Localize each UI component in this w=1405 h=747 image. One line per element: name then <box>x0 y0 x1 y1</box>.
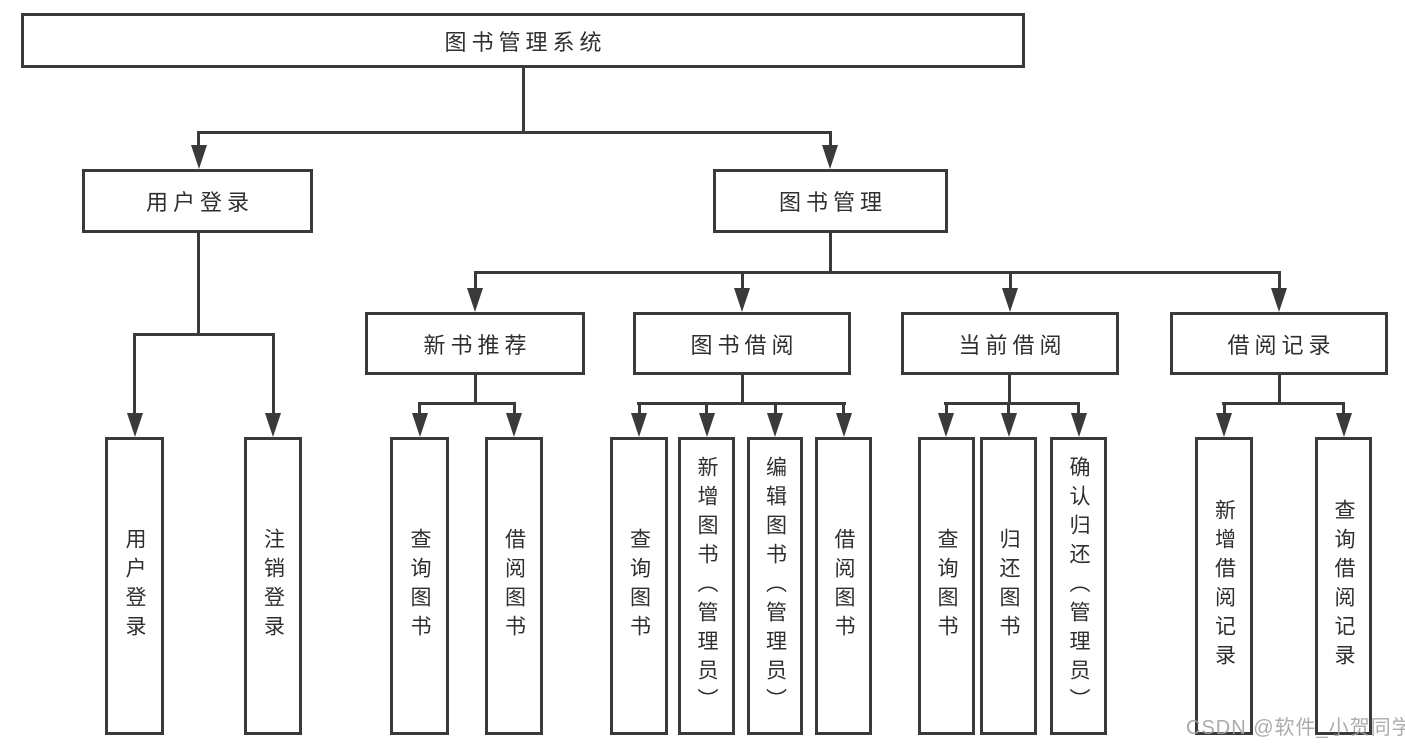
arrow-down-icon <box>506 413 522 437</box>
connector-leaf-shaft <box>1222 402 1226 415</box>
connector-level3-bar <box>473 271 1281 274</box>
connector-leaf-shaft <box>944 402 948 415</box>
connector-leaf-shaft <box>1007 402 1010 415</box>
leaf-bb-add-books-admin-label: 新增图书（管理员） <box>695 455 718 717</box>
connector-level2-bar <box>197 131 832 134</box>
arrow-down-icon <box>734 288 750 312</box>
node-borrow-records: 借阅记录 <box>1170 312 1388 375</box>
leaf-cb-query-books-label: 查询图书 <box>935 528 958 644</box>
connector-group-bar <box>637 402 846 405</box>
arrow-down-icon <box>265 413 281 437</box>
connector-shaft <box>740 271 744 290</box>
node-borrow-records-label: 借阅记录 <box>1227 332 1336 358</box>
connector-group-stub <box>740 375 744 404</box>
arrow-down-icon <box>411 413 428 437</box>
node-current-borrow: 当前借阅 <box>901 312 1119 375</box>
connector-leaf-shaft <box>1342 402 1345 415</box>
node-book-borrow-label: 图书借阅 <box>690 332 799 358</box>
arrow-down-icon <box>835 413 852 437</box>
leaf-br-add-record-label: 新增借阅记录 <box>1212 499 1236 673</box>
leaf-bb-edit-books-admin-label: 编辑图书（管理员） <box>763 455 787 717</box>
leaf-cb-return-books: 归还图书 <box>980 437 1037 735</box>
connector-leaf-shaft <box>637 402 641 415</box>
arrow-down-icon <box>1070 413 1087 437</box>
node-book-borrow: 图书借阅 <box>633 312 851 375</box>
arrow-down-icon <box>767 413 783 437</box>
connector-shaft <box>1277 271 1281 290</box>
connector-leaf-shaft <box>773 402 777 415</box>
connector-user-login-down <box>197 233 200 335</box>
connector-leaf-shaft <box>271 333 275 415</box>
connector-shaft <box>473 271 477 290</box>
leaf-cb-confirm-return-admin: 确认归还（管理员） <box>1050 437 1107 735</box>
leaf-user-login: 用户登录 <box>105 437 164 735</box>
leaf-br-query-record-label: 查询借阅记录 <box>1332 499 1355 673</box>
connector-leaf-shaft <box>512 402 516 415</box>
connector-book-mgmt-shaft <box>828 131 832 147</box>
arrow-down-icon <box>467 288 483 312</box>
connector-group-stub <box>1277 375 1281 404</box>
arrow-down-icon <box>822 145 838 169</box>
connector-group-bar <box>1222 402 1345 405</box>
connector-shaft <box>1008 271 1012 290</box>
connector-leaf-shaft <box>133 333 136 415</box>
leaf-cb-return-books-label: 归还图书 <box>997 528 1020 644</box>
arrow-down-icon <box>1002 288 1018 312</box>
connector-leaf-shaft <box>705 402 708 415</box>
node-new-book-recommend: 新书推荐 <box>365 312 585 375</box>
leaf-bb-borrow-books: 借阅图书 <box>815 437 872 735</box>
connector-leaf-shaft <box>418 402 421 415</box>
node-new-book-recommend-label: 新书推荐 <box>423 332 532 358</box>
connector-group-bar <box>944 402 1080 405</box>
node-root-label: 图书管理系统 <box>444 29 607 55</box>
arrow-down-icon <box>190 145 207 169</box>
csdn-watermark: CSDN @软件_小贺同学 <box>1186 717 1405 739</box>
connector-book-mgmt-down <box>828 233 832 273</box>
leaf-nb-borrow-books-label: 借阅图书 <box>502 528 526 644</box>
connector-group-stub <box>1007 375 1011 404</box>
connector-group-stub <box>473 375 477 404</box>
leaf-logout: 注销登录 <box>244 437 302 735</box>
leaf-br-add-record: 新增借阅记录 <box>1195 437 1253 735</box>
node-book-management: 图书管理 <box>713 169 948 233</box>
node-root: 图书管理系统 <box>21 13 1025 68</box>
leaf-bb-query-books-label: 查询图书 <box>627 528 651 644</box>
connector-group-bar <box>418 402 516 405</box>
node-user-login-label: 用户登录 <box>145 190 254 215</box>
arrow-down-icon <box>1000 413 1017 437</box>
arrow-down-icon <box>1216 413 1232 437</box>
leaf-nb-borrow-books: 借阅图书 <box>485 437 543 735</box>
connector-user-login-bar <box>133 333 275 336</box>
leaf-bb-borrow-books-label: 借阅图书 <box>832 528 855 644</box>
connector-root-stub <box>521 68 525 132</box>
leaf-user-login-label: 用户登录 <box>123 528 146 644</box>
leaf-cb-confirm-return-admin-label: 确认归还（管理员） <box>1067 455 1090 717</box>
connector-user-login-shaft <box>197 131 200 147</box>
arrow-down-icon <box>631 413 647 437</box>
leaf-br-query-record: 查询借阅记录 <box>1315 437 1372 735</box>
leaf-nb-query-books: 查询图书 <box>390 437 449 735</box>
node-user-login: 用户登录 <box>82 169 313 233</box>
arrow-down-icon <box>1335 413 1352 437</box>
arrow-down-icon <box>126 413 143 437</box>
leaf-bb-edit-books-admin: 编辑图书（管理员） <box>747 437 803 735</box>
leaf-bb-query-books: 查询图书 <box>610 437 668 735</box>
arrow-down-icon <box>1271 288 1287 312</box>
leaf-nb-query-books-label: 查询图书 <box>408 528 431 644</box>
leaf-bb-add-books-admin: 新增图书（管理员） <box>678 437 735 735</box>
arrow-down-icon <box>698 413 715 437</box>
node-book-management-label: 图书管理 <box>778 190 887 215</box>
node-current-borrow-label: 当前借阅 <box>958 332 1067 358</box>
leaf-cb-query-books: 查询图书 <box>918 437 975 735</box>
arrow-down-icon <box>938 413 954 437</box>
connector-leaf-shaft <box>842 402 845 415</box>
connector-leaf-shaft <box>1077 402 1080 415</box>
leaf-logout-label: 注销登录 <box>261 528 285 644</box>
